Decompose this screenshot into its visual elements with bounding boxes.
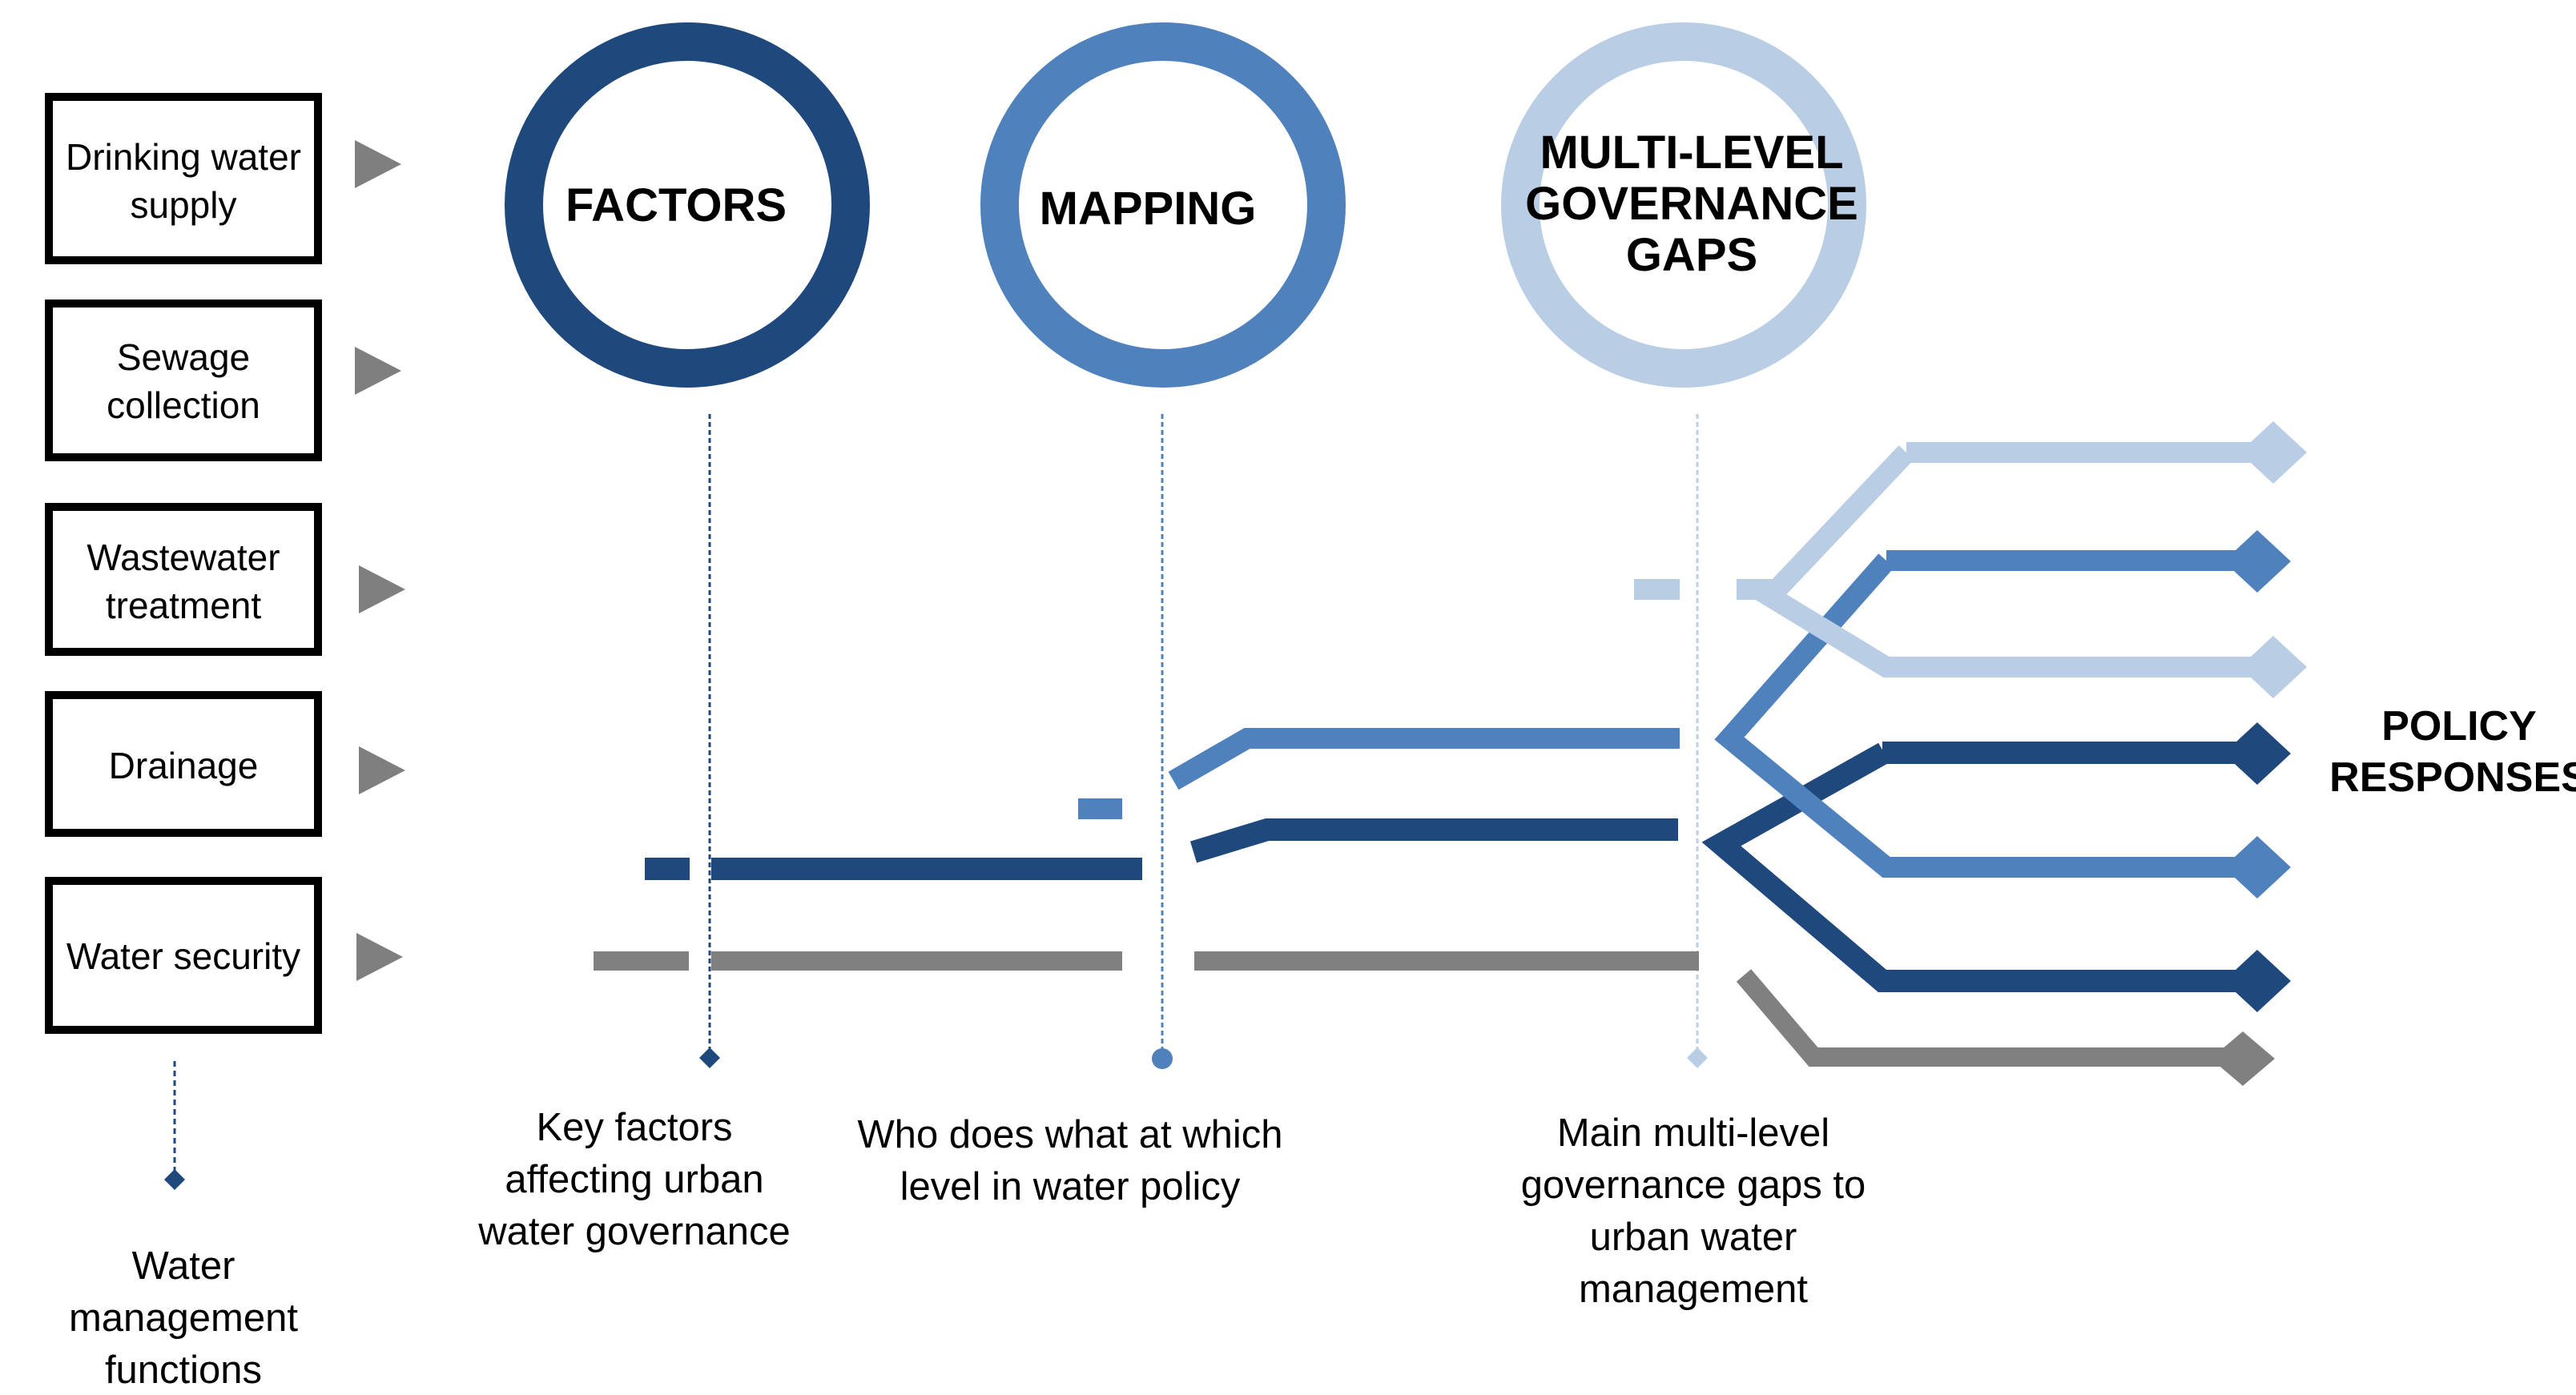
arrow-right-icon — [355, 140, 401, 188]
mapping-caption-line: level in water policy — [900, 1165, 1241, 1208]
factors-caption-line: water governance — [477, 1210, 791, 1253]
diamond-icon — [699, 1047, 720, 1068]
function-box-wastewater: Wastewater treatment — [45, 503, 322, 656]
stage-factors: FACTORS — [505, 22, 870, 388]
arrowhead-diamond-icon — [2224, 530, 2291, 593]
arrowhead-diamond-icon — [2224, 950, 2291, 1012]
functions-caption-line: management — [69, 1297, 298, 1340]
arrowhead-diamond-icon — [2211, 1031, 2275, 1086]
gaps-caption-line: governance gaps to — [1521, 1164, 1866, 1207]
stage-title: FACTORS — [566, 179, 787, 231]
stage-governance-gaps: MULTI-LEVEL GOVERNANCE GAPS — [1501, 22, 1866, 388]
flow-grey — [594, 951, 2243, 1067]
circle-marker-icon — [1152, 1048, 1173, 1069]
function-label-line: collection — [107, 384, 260, 426]
functions-caption-line: Water — [132, 1244, 235, 1288]
arrowhead-diamond-icon — [2224, 836, 2291, 899]
arrowhead-diamond-icon — [2240, 636, 2307, 698]
flow-light-blue — [1634, 442, 2259, 677]
arrow-right-icon — [356, 933, 403, 981]
stage-title: MAPPING — [1040, 183, 1257, 235]
factors-caption-line: Key factors — [536, 1106, 732, 1149]
diamond-icon — [164, 1169, 185, 1190]
diamond-icon — [1687, 1047, 1708, 1068]
stage-mapping: MAPPING — [980, 22, 1346, 388]
arrow-right-icon — [359, 565, 405, 613]
functions-caption-line: functions — [105, 1349, 262, 1392]
stage-title: GAPS — [1626, 229, 1757, 281]
function-box-drainage: Drainage — [45, 691, 322, 837]
function-label-line: Water security — [66, 935, 300, 977]
stage-title: MULTI-LEVEL — [1540, 127, 1843, 179]
policy-responses-label: POLICY — [2381, 703, 2537, 750]
stage-title: GOVERNANCE — [1525, 178, 1858, 230]
factors-caption-line: affecting urban — [505, 1158, 763, 1201]
policy-responses-label: RESPONSES — [2329, 754, 2576, 801]
function-box-sewage: Sewage collection — [45, 300, 322, 461]
arrowhead-diamond-icon — [2224, 722, 2291, 785]
function-label-line: Wastewater — [87, 537, 280, 578]
function-label-line: Sewage — [117, 336, 250, 378]
arrow-right-icon — [355, 347, 401, 395]
flow-mid-blue — [1078, 550, 2259, 878]
function-label-line: treatment — [106, 585, 262, 626]
arrow-right-icon — [359, 746, 405, 794]
gaps-caption-line: urban water — [1590, 1216, 1797, 1259]
function-label-line: Drainage — [109, 745, 259, 786]
gaps-caption-line: management — [1579, 1268, 1808, 1311]
function-label-line: Drinking water — [66, 136, 301, 178]
mapping-caption-line: Who does what at which — [857, 1113, 1282, 1156]
function-box-water-security: Water security — [45, 877, 322, 1034]
function-box-drinking-water: Drinking water supply — [45, 93, 322, 264]
arrowhead-diamond-icon — [2240, 421, 2307, 484]
function-label-line: supply — [131, 184, 237, 226]
gaps-caption-line: Main multi-level — [1557, 1112, 1829, 1155]
